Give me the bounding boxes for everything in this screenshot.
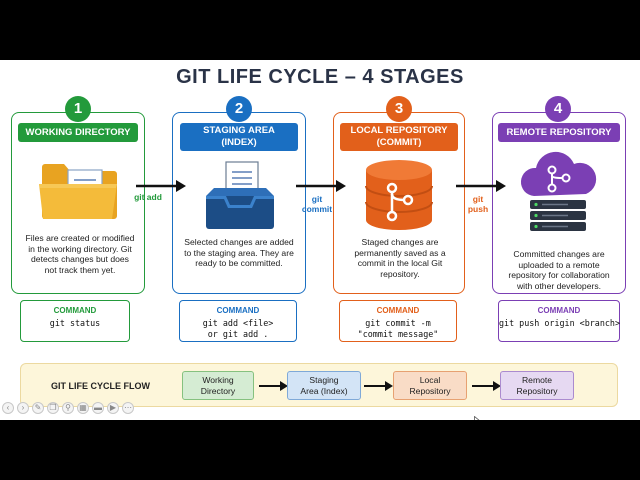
stage-header-staging-line1: STAGING AREA — [203, 125, 275, 137]
transition-label-git-commit-line2: commit — [301, 204, 333, 215]
flow-step-label: Remote — [521, 375, 553, 386]
transition-label-git-commit: git commit — [296, 194, 338, 214]
flow-step-label: Area (Index) — [300, 385, 348, 396]
stage-description-remote-repository: Committed changes are uploaded to a remo… — [508, 249, 610, 292]
flow-step-label: Staging — [309, 375, 339, 386]
command-label: COMMAND — [216, 306, 260, 315]
flow-step-remote-repository: Remote Repository — [500, 371, 574, 400]
copy-icon[interactable]: ❐ — [47, 402, 59, 414]
flow-step-label: Repository — [409, 385, 451, 396]
stage-description-local-repository: Staged changes are permanently saved as … — [354, 237, 446, 280]
database-git-branch-icon — [365, 160, 433, 230]
command-label: COMMAND — [537, 306, 581, 315]
stage-header-staging-area: STAGING AREA (INDEX) — [180, 123, 298, 151]
stage-header-remote-repository: REMOTE REPOSITORY — [498, 123, 620, 142]
command-text: git status — [49, 318, 101, 328]
camera-icon[interactable]: ▶ — [107, 402, 119, 414]
arrow-right-icon — [364, 381, 393, 391]
command-text: git push origin <branch> — [499, 318, 621, 328]
transition-label-git-push: git push — [460, 194, 496, 214]
folder-with-document-icon — [39, 164, 117, 219]
next-slide-icon[interactable]: › — [17, 402, 29, 414]
command-text: git commit -m "commit message" — [357, 318, 439, 339]
arrow-right-icon — [136, 180, 186, 192]
flow-title: GIT LIFE CYCLE FLOW — [51, 381, 150, 391]
previous-slide-icon[interactable]: ‹ — [2, 402, 14, 414]
stage-description-working-directory: Files are created or modified in the wor… — [25, 233, 135, 276]
page-title: GIT LIFE CYCLE – 4 STAGES — [176, 66, 464, 88]
command-box-remote-repository: COMMAND git push origin <branch> — [498, 300, 620, 342]
more-options-icon[interactable]: ⋯ — [122, 402, 134, 414]
stage-number-1: 1 — [65, 96, 91, 122]
slide: GIT LIFE CYCLE – 4 STAGES 1 WORKING DIRE… — [0, 60, 640, 420]
flow-step-local-repository: Local Repository — [393, 371, 467, 400]
command-label: COMMAND — [376, 306, 420, 315]
inbox-tray-with-document-icon — [206, 161, 274, 229]
presentation-toolbar: ‹ › ✎ ❐ ⚲ ▦ ▬ ▶ ⋯ — [2, 402, 134, 420]
arrow-right-icon — [296, 180, 346, 192]
command-text: git add <file> or git add . — [202, 318, 274, 339]
flow-bar: GIT LIFE CYCLE FLOW Working Directory St… — [20, 363, 618, 407]
mouse-cursor-icon — [474, 416, 480, 420]
flow-step-staging-area: Staging Area (Index) — [287, 371, 361, 400]
arrow-right-icon — [456, 180, 506, 192]
transition-label-git-push-line1: git — [472, 194, 484, 204]
stage-header-working-directory: WORKING DIRECTORY — [18, 123, 138, 142]
pen-tool-icon[interactable]: ✎ — [32, 402, 44, 414]
transition-label-git-push-line2: push — [467, 204, 489, 215]
stage-number-3: 3 — [386, 96, 412, 122]
arrow-right-icon — [259, 381, 288, 391]
arrow-right-icon — [472, 381, 501, 391]
subtitles-icon[interactable]: ▬ — [92, 402, 104, 414]
stage-header-local-line2: (COMMIT) — [376, 137, 422, 148]
command-label: COMMAND — [53, 306, 97, 315]
transition-label-git-add: git add — [134, 192, 162, 202]
command-box-staging-area: COMMAND git add <file> or git add . — [179, 300, 297, 342]
stage-number-2: 2 — [226, 96, 252, 122]
stage-description-staging-area: Selected changes are added to the stagin… — [184, 237, 294, 269]
command-box-working-directory: COMMAND git status — [20, 300, 130, 342]
stage-number-4: 4 — [545, 96, 571, 122]
stage-header-local-repository: LOCAL REPOSITORY (COMMIT) — [340, 123, 458, 151]
flow-step-label: Local — [419, 375, 441, 386]
stage-header-staging-line2: (INDEX) — [221, 137, 257, 148]
flow-step-label: Directory — [200, 385, 236, 396]
flow-step-label: Repository — [516, 385, 558, 396]
transition-label-git-commit-line1: git — [311, 194, 323, 204]
command-box-local-repository: COMMAND git commit -m "commit message" — [339, 300, 457, 342]
grid-view-icon[interactable]: ▦ — [77, 402, 89, 414]
search-icon[interactable]: ⚲ — [62, 402, 74, 414]
flow-step-working-directory: Working Directory — [182, 371, 254, 400]
flow-step-label: Working — [202, 375, 234, 386]
stage-header-local-line1: LOCAL REPOSITORY — [350, 125, 448, 137]
cloud-git-servers-icon — [520, 151, 597, 231]
